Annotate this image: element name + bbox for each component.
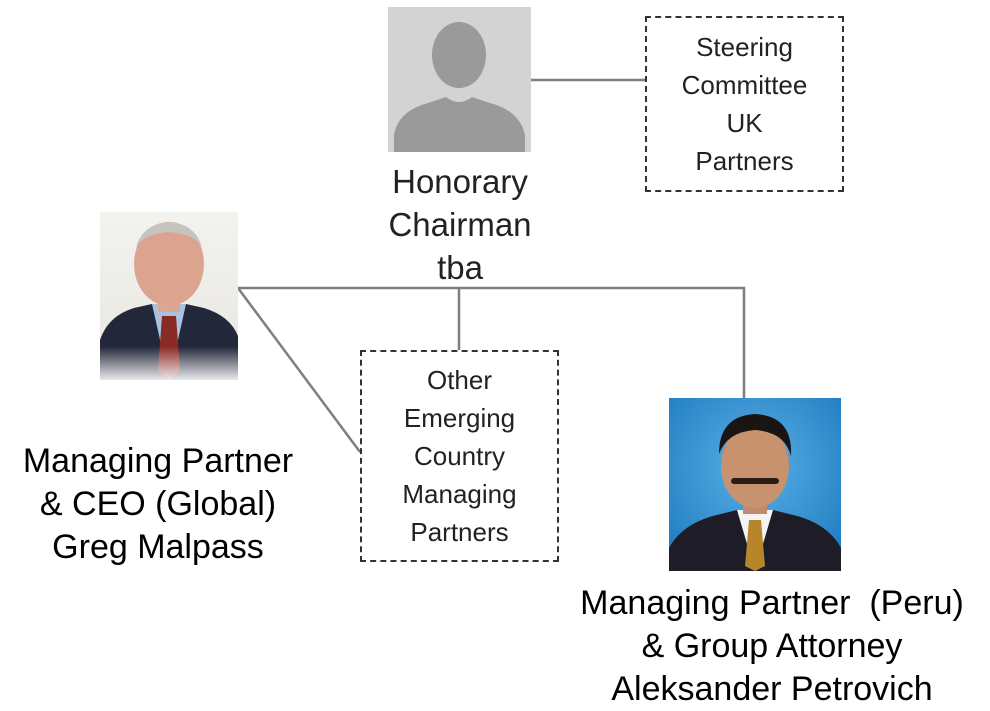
other-line-1: Other [426,365,493,395]
ceo-name-line: Greg Malpass [52,528,264,566]
other-line-4: Managing [402,479,517,509]
peru-title-line: Managing Partner (Peru) [580,584,964,622]
ceo-role-line: & CEO (Global) [39,485,277,523]
aleksander-petrovich-photo [669,398,841,571]
steering-line-3: UK [726,108,763,138]
ceo-caption: Managing Partner & CEO (Global) Greg Mal… [0,440,316,569]
honorary-chairman-line-3: tba [437,249,483,286]
peru-role-line: & Group Attorney [641,627,903,665]
ceo-peru-connector [238,286,746,398]
other-line-3: Country [413,441,506,471]
other-line-2: Emerging [403,403,516,433]
greg-malpass-photo [100,212,238,380]
other-line-5: Partners [410,517,509,547]
other-partners-box: Other Emerging Country Managing Partners [360,350,559,562]
person-silhouette-icon [394,22,525,152]
honorary-chairman-line-1: Honorary [392,163,528,200]
honorary-chairman-caption: Honorary Chairman tba [360,160,560,289]
steering-line-4: Partners [695,146,794,176]
ceo-other-diagonal-connector [236,287,362,453]
honorary-chairman-placeholder-image [388,7,531,152]
honorary-chairman-line-2: Chairman [388,206,532,243]
ceo-title-line: Managing Partner [22,442,294,480]
peru-caption: Managing Partner (Peru) & Group Attorney… [560,582,984,711]
steering-line-1: Steering [696,32,793,62]
steering-line-2: Committee [681,70,808,100]
peru-name-line: Aleksander Petrovich [611,670,933,708]
steering-committee-box: Steering Committee UK Partners [645,16,844,192]
